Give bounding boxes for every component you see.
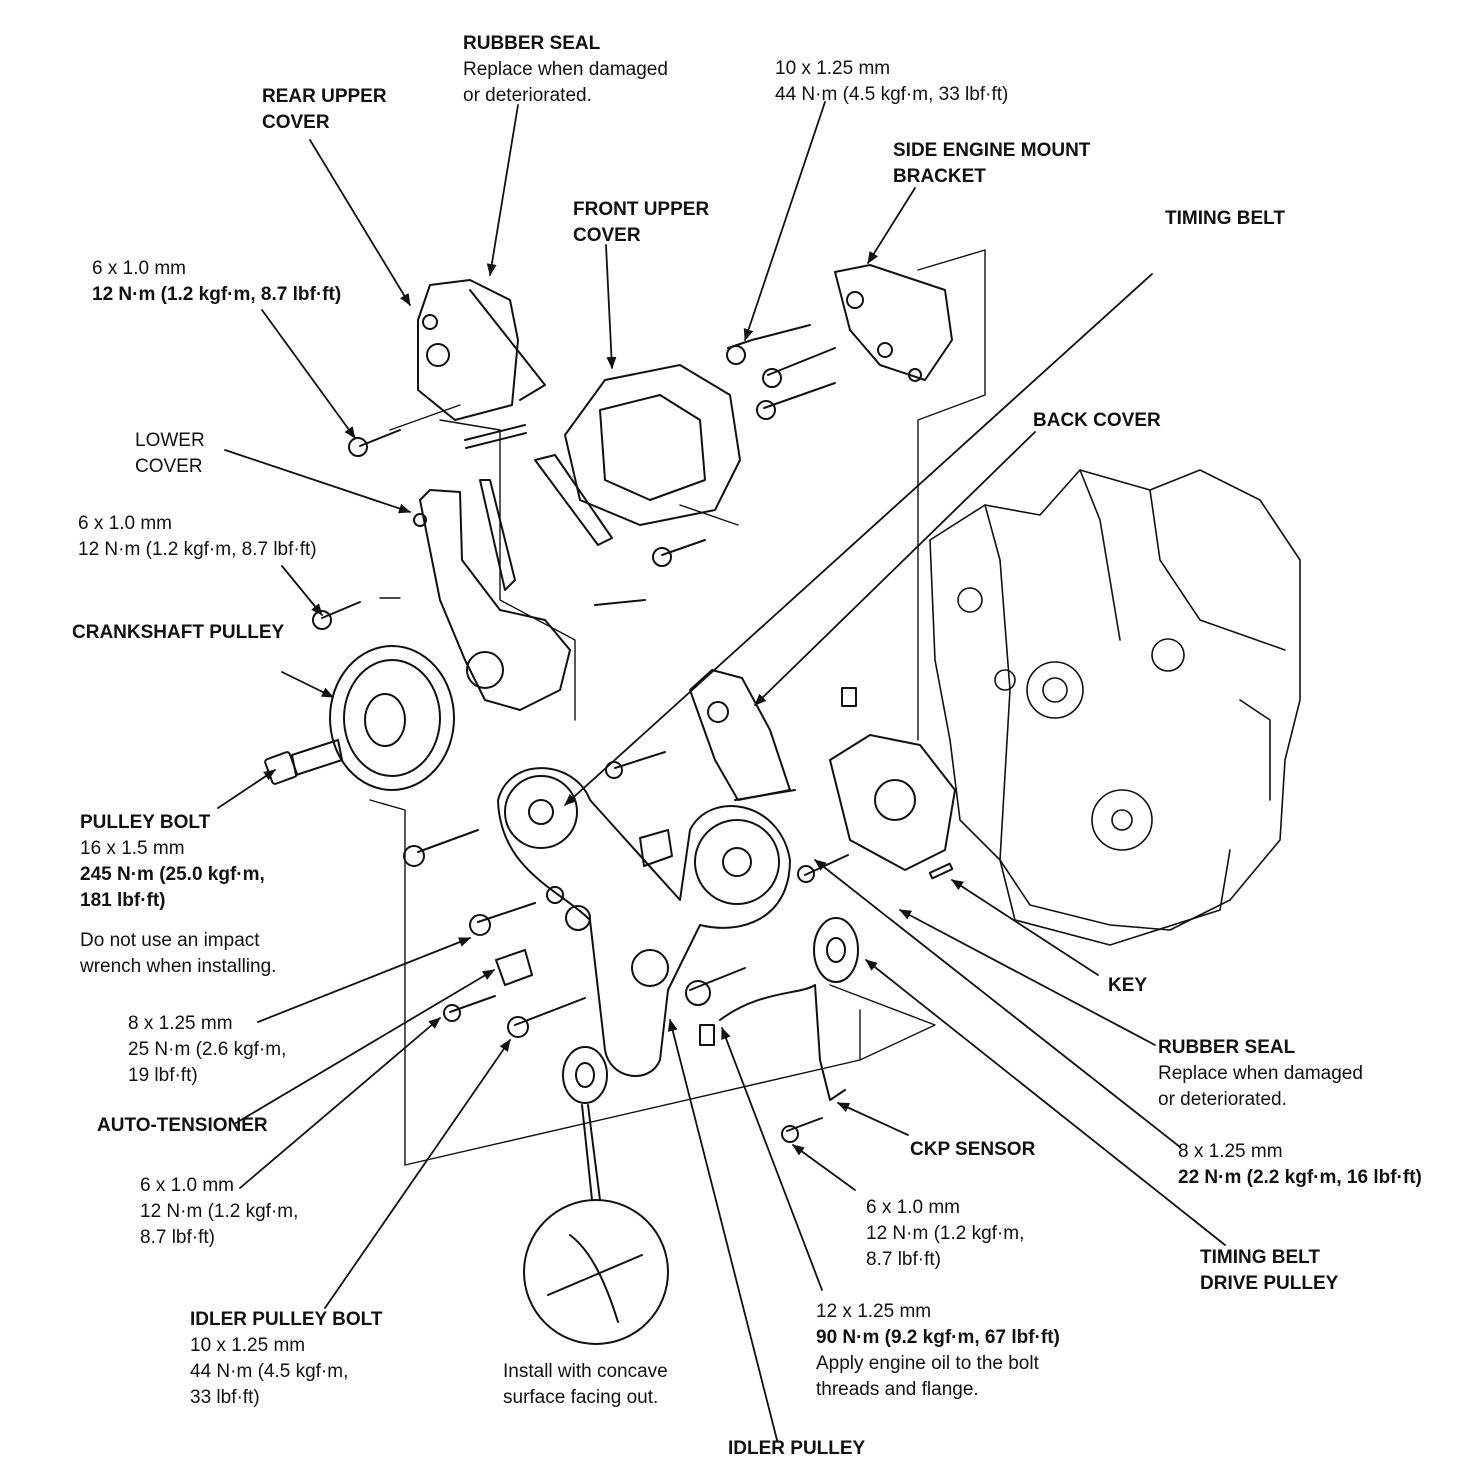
bolt-torque: 44 N·m (4.5 kgf·m, 33 lbf·ft) xyxy=(775,84,1009,105)
key-label: KEY xyxy=(1108,975,1148,996)
spec-6x10-b-label: 6 x 1.0 mm 12 N·m (1.2 kgf·m, 8.7 lbf·ft… xyxy=(78,511,317,563)
label-line: FRONT UPPER xyxy=(573,199,710,220)
leader-lines xyxy=(217,101,1226,1441)
back-cover xyxy=(689,669,796,801)
label-title: IDLER PULLEY BOLT xyxy=(190,1309,383,1330)
oil-pump-cover xyxy=(829,687,956,871)
bolt-torque: 245 N·m (25.0 kgf·m, xyxy=(80,864,265,885)
rubber-seal-top-label: RUBBER SEAL Replace when damaged or dete… xyxy=(463,31,668,109)
bolt-torque: 8.7 lbf·ft) xyxy=(866,1249,941,1270)
bolt-torque: 25 N·m (2.6 kgf·m, xyxy=(128,1039,287,1060)
label-line: DRIVE PULLEY xyxy=(1200,1273,1339,1294)
rear-upper-cover-label: REAR UPPER COVER xyxy=(262,84,387,136)
timing-belt-label: TIMING BELT xyxy=(1165,208,1285,229)
spec-6x10-a-label: 6 x 1.0 mm 12 N·m (1.2 kgf·m, 8.7 lbf·ft… xyxy=(92,256,341,308)
side-engine-mount-bracket xyxy=(834,264,953,382)
lower-cover-label: LOWER COVER xyxy=(135,428,205,480)
bolt-torque: 12 N·m (1.2 kgf·m, xyxy=(140,1201,299,1222)
bolt-size: 12 x 1.25 mm xyxy=(816,1301,932,1322)
ckp-sensor-label: CKP SENSOR xyxy=(910,1139,1036,1160)
lower-cover xyxy=(413,479,646,711)
bolt-torque: 12 N·m (1.2 kgf·m, 8.7 lbf·ft) xyxy=(92,284,342,305)
spec-8x125-right-label: 8 x 1.25 mm 22 N·m (2.2 kgf·m, 16 lbf·ft… xyxy=(1178,1139,1422,1191)
bolt-torque: 181 lbf·ft) xyxy=(80,890,166,911)
front-upper-cover xyxy=(534,364,741,546)
idler-pulley xyxy=(562,1046,608,1201)
label-note: surface facing out. xyxy=(503,1387,659,1408)
spec-6x10-c-label: 6 x 1.0 mm 12 N·m (1.2 kgf·m, 8.7 lbf·ft… xyxy=(140,1173,298,1251)
crankshaft-pulley xyxy=(329,645,455,791)
label-line: BRACKET xyxy=(893,166,986,187)
bolt-size: 6 x 1.0 mm xyxy=(866,1197,960,1218)
side-engine-mount-label: SIDE ENGINE MOUNT BRACKET xyxy=(893,138,1090,190)
bolt-torque: 12 N·m (1.2 kgf·m, xyxy=(866,1223,1025,1244)
label-line: COVER xyxy=(135,456,203,477)
concave-note-label: Install with concave surface facing out. xyxy=(503,1359,668,1411)
bolt-size: 6 x 1.0 mm xyxy=(140,1175,234,1196)
rubber-seal-right-label: RUBBER SEAL Replace when damaged or dete… xyxy=(1158,1035,1363,1113)
key-part xyxy=(928,862,954,880)
spec-10x125-top-label: 10 x 1.25 mm 44 N·m (4.5 kgf·m, 33 lbf·f… xyxy=(775,56,1008,108)
label-line: TIMING BELT xyxy=(1200,1247,1320,1268)
bolt-torque: 44 N·m (4.5 kgf·m, xyxy=(190,1361,349,1382)
label-note: Replace when damaged xyxy=(1158,1063,1363,1084)
label-note: threads and flange. xyxy=(816,1379,979,1400)
timing-belt-drive-pulley-label: TIMING BELT DRIVE PULLEY xyxy=(1200,1245,1338,1297)
concave-detail-inset xyxy=(523,1199,669,1345)
bolt-size: 6 x 1.0 mm xyxy=(92,258,186,279)
label-note: or deteriorated. xyxy=(1158,1089,1287,1110)
bolt-torque: 22 N·m (2.2 kgf·m, 16 lbf·ft) xyxy=(1178,1167,1422,1188)
label-title: RUBBER SEAL xyxy=(1158,1037,1296,1058)
bolt-size: 8 x 1.25 mm xyxy=(1178,1141,1283,1162)
timing-belt-assembly xyxy=(497,767,791,1077)
engine-block xyxy=(929,469,1301,946)
label-note: Do not use an impact xyxy=(80,930,260,951)
label-line: SIDE ENGINE MOUNT xyxy=(893,140,1091,161)
pulley-bolt xyxy=(264,739,343,785)
spec-12x125-label: 12 x 1.25 mm 90 N·m (9.2 kgf·m, 67 lbf·f… xyxy=(816,1299,1060,1403)
pulley-bolt-label: PULLEY BOLT 16 x 1.5 mm 245 N·m (25.0 kg… xyxy=(80,810,276,980)
rear-upper-cover xyxy=(417,279,546,449)
idler-pulley-label: IDLER PULLEY xyxy=(728,1438,866,1459)
bolt-torque: 19 lbf·ft) xyxy=(128,1065,198,1086)
crankshaft-pulley-label: CRANKSHAFT PULLEY xyxy=(72,622,285,643)
back-cover-label: BACK COVER xyxy=(1033,410,1161,431)
label-line: REAR UPPER xyxy=(262,86,387,107)
bolt-torque: 12 N·m (1.2 kgf·m, 8.7 lbf·ft) xyxy=(78,539,317,560)
idler-pulley-bolt-label: IDLER PULLEY BOLT 10 x 1.25 mm 44 N·m (4… xyxy=(190,1307,382,1411)
bolt-size: 8 x 1.25 mm xyxy=(128,1013,233,1034)
label-title: PULLEY BOLT xyxy=(80,812,211,833)
bolt-size: 6 x 1.0 mm xyxy=(78,513,172,534)
assembly-outlines xyxy=(369,249,986,1166)
label-note: wrench when installing. xyxy=(80,956,277,977)
bolt-torque: 90 N·m (9.2 kgf·m, 67 lbf·ft) xyxy=(816,1327,1060,1348)
bolt-size: 10 x 1.25 mm xyxy=(775,58,891,79)
bolt-torque: 8.7 lbf·ft) xyxy=(140,1227,215,1248)
label-line: COVER xyxy=(573,225,641,246)
bolt-size: 16 x 1.5 mm xyxy=(80,838,185,859)
lower-bolts xyxy=(403,751,849,1143)
label-title: RUBBER SEAL xyxy=(463,33,601,54)
label-line: LOWER xyxy=(135,430,205,451)
auto-tensioner-label: AUTO-TENSIONER xyxy=(97,1115,268,1136)
timing-belt-drive-pulley xyxy=(813,917,859,983)
bolt-size: 10 x 1.25 mm xyxy=(190,1335,306,1356)
spec-6x10-d-label: 6 x 1.0 mm 12 N·m (1.2 kgf·m, 8.7 lbf·ft… xyxy=(866,1195,1024,1273)
spec-8x125-left-label: 8 x 1.25 mm 25 N·m (2.6 kgf·m, 19 lbf·ft… xyxy=(128,1011,286,1089)
bolt-torque: 33 lbf·ft) xyxy=(190,1387,260,1408)
label-note: Replace when damaged xyxy=(463,59,668,80)
label-note: Apply engine oil to the bolt xyxy=(816,1353,1039,1374)
front-upper-cover-label: FRONT UPPER COVER xyxy=(573,197,709,249)
label-note: or deteriorated. xyxy=(463,85,592,106)
label-line: COVER xyxy=(262,112,330,133)
upper-bolts xyxy=(312,324,836,630)
label-note: Install with concave xyxy=(503,1361,668,1382)
ckp-sensor xyxy=(699,984,846,1101)
